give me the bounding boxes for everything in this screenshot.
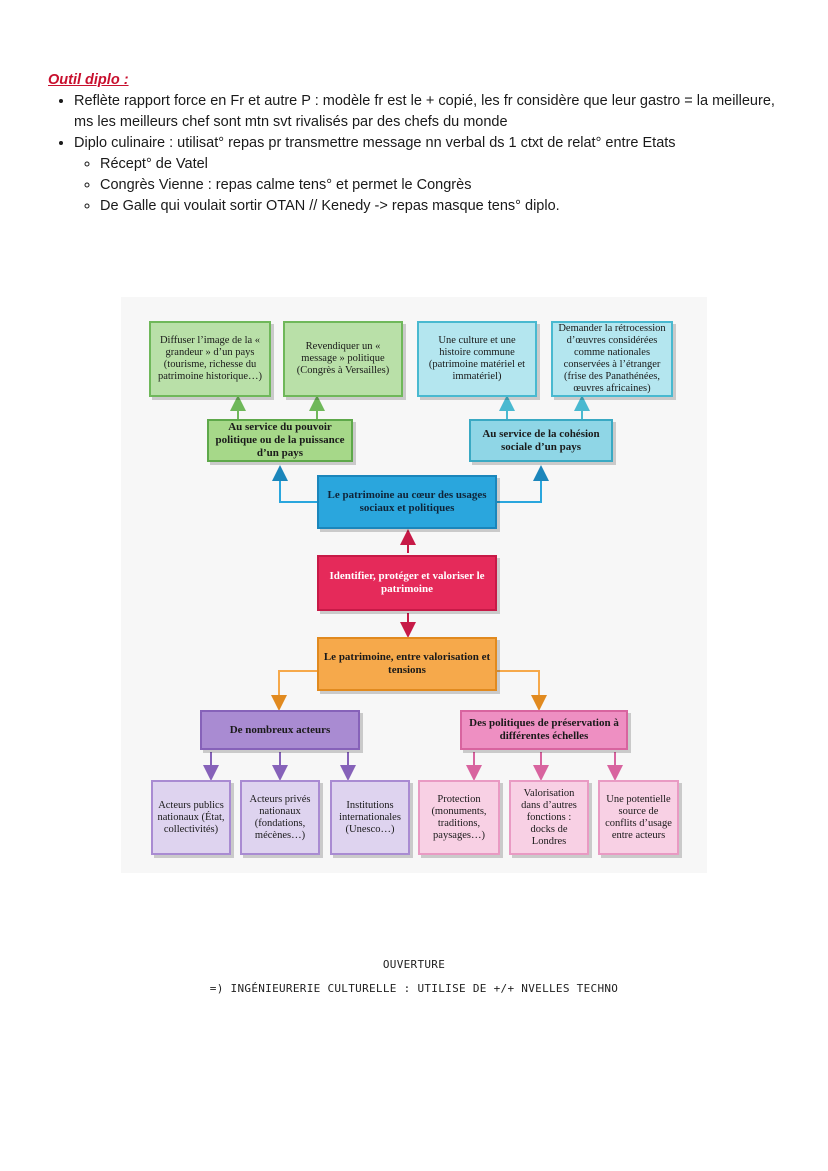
box-retrocession: Demander la rétrocession d’œuvres consid… — [551, 321, 673, 397]
box-revendiquer-message: Revendiquer un « message » politique (Co… — [283, 321, 403, 397]
ouverture-line: =) INGÉNIEURERIE CULTURELLE : UTILISE DE… — [209, 982, 619, 995]
list-item-text: Diplo culinaire : utilisat° repas pr tra… — [74, 135, 676, 151]
box-patrimoine-tensions: Le patrimoine, entre valorisation et ten… — [317, 637, 497, 691]
list-item: Reflète rapport force en Fr et autre P :… — [74, 91, 788, 133]
box-culture-commune: Une culture et une histoire commune (pat… — [417, 321, 537, 397]
box-acteurs-prives: Acteurs privés nationaux (fondations, mé… — [240, 780, 320, 855]
arrow-branch-right — [497, 670, 547, 711]
box-valorisation: Valorisation dans d’autres fonctions : d… — [509, 780, 589, 855]
ouverture-title: OUVERTURE — [382, 958, 446, 971]
box-protection: Protection (monuments, traditions, paysa… — [418, 780, 500, 855]
box-diffuser-image: Diffuser l’image de la « grandeur » d’un… — [149, 321, 271, 397]
box-identifier-proteger: Identifier, protéger et valoriser le pat… — [317, 555, 497, 611]
list-item: Diplo culinaire : utilisat° repas pr tra… — [74, 133, 788, 217]
diagram-connectors — [203, 395, 623, 781]
arrow-branch-right — [497, 465, 549, 503]
notes-list: Reflète rapport force en Fr et autre P :… — [48, 91, 788, 217]
sub-list: Récept° de Vatel Congrès Vienne : repas … — [74, 154, 788, 217]
notes-section: Outil diplo : Reflète rapport force en F… — [48, 70, 788, 217]
box-service-pouvoir: Au service du pouvoir politique ou de la… — [207, 419, 353, 462]
arrow-branch-left — [272, 465, 317, 503]
heritage-diagram: Diffuser l’image de la « grandeur » d’un… — [121, 297, 707, 873]
notes-title: Outil diplo : — [48, 72, 129, 88]
box-conflits-usage: Une potentielle source de conflits d’usa… — [598, 780, 679, 855]
sub-list-item: Récept° de Vatel — [100, 154, 788, 175]
arrow-branch-left — [271, 670, 317, 711]
box-patrimoine-coeur: Le patrimoine au cœur des usages sociaux… — [317, 475, 497, 529]
box-institutions-internationales: Institutions internationales (Unesco…) — [330, 780, 410, 855]
sub-list-item: Congrès Vienne : repas calme tens° et pe… — [100, 175, 788, 196]
box-nombreux-acteurs: De nombreux acteurs — [200, 710, 360, 750]
box-politiques-preservation: Des politiques de préservation à différe… — [460, 710, 628, 750]
sub-list-item: De Galle qui voulait sortir OTAN // Kene… — [100, 196, 788, 217]
box-acteurs-publics: Acteurs publics nationaux (État, collect… — [151, 780, 231, 855]
box-service-cohesion: Au service de la cohésion sociale d’un p… — [469, 419, 613, 462]
